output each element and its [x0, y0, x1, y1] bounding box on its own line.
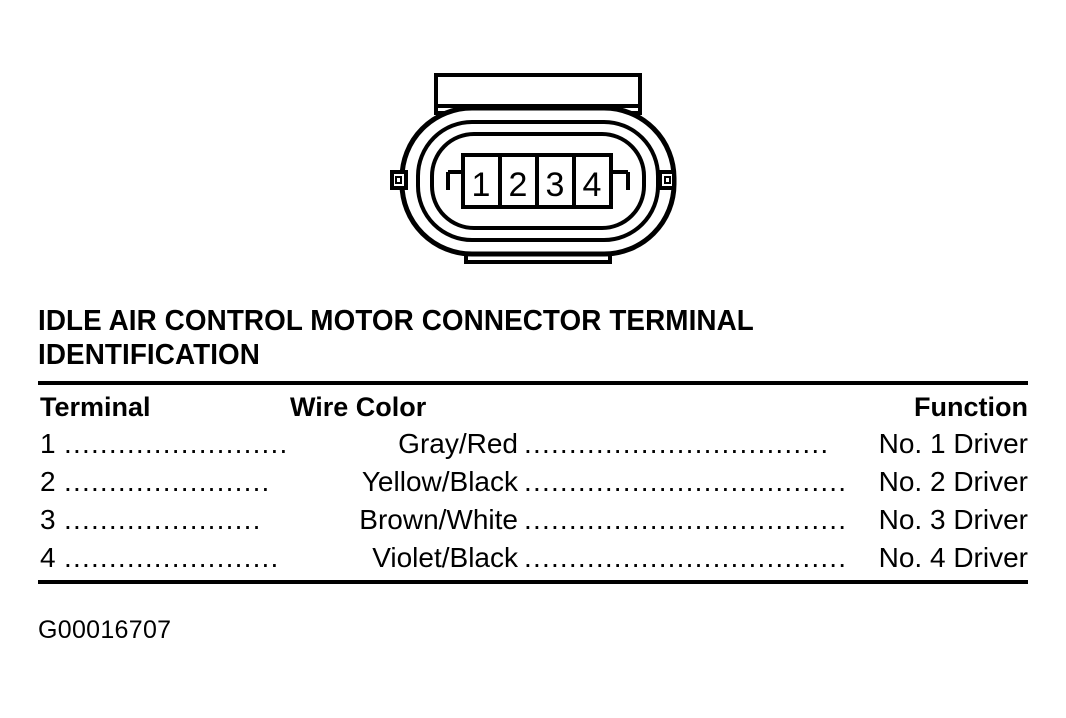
leader-dots-right: .....................................: [524, 428, 830, 459]
leader-dots-left: ...........................: [64, 428, 286, 459]
table-top-rule: [38, 381, 1028, 385]
cell-terminal: 1: [40, 428, 56, 459]
cell-wire-color: Brown/White: [359, 504, 518, 535]
cell-function: No. 1 Driver: [878, 428, 1028, 459]
terminal-number-1: 1: [472, 166, 491, 204]
leader-dots-right: .....................................: [524, 542, 844, 573]
table-header-row: Terminal Wire Color Function: [38, 385, 1028, 423]
table-bottom-rule: [38, 580, 1028, 584]
terminal-boxes: 1 2 3 4: [461, 153, 613, 209]
cell-terminal: 4: [40, 542, 56, 573]
connector-latch-left: [390, 170, 408, 190]
terminal-number-4: 4: [583, 166, 602, 204]
cell-function: No. 4 Driver: [878, 542, 1028, 573]
cell-wire-color: Violet/Black: [372, 542, 518, 573]
cell-terminal: 2: [40, 466, 56, 497]
table-row: 3 ........................... Brown/Whit…: [38, 501, 1028, 539]
cell-function: No. 3 Driver: [878, 504, 1028, 535]
leader-dots-left: ...........................: [64, 542, 276, 573]
leader-dots-left: ...........................: [64, 466, 270, 497]
leader-dots-right: .....................................: [524, 466, 844, 497]
table-row: 1 ........................... Gray/Red .…: [38, 425, 1028, 463]
cell-function: No. 2 Driver: [878, 466, 1028, 497]
terminal-identification-table: Terminal Wire Color Function 1 .........…: [38, 381, 1028, 584]
connector-latch-right: [658, 170, 676, 190]
page-title-line-2: IDENTIFICATION: [38, 339, 260, 371]
page-title-line-1: IDLE AIR CONTROL MOTOR CONNECTOR TERMINA…: [38, 305, 754, 337]
terminal-number-3: 3: [546, 166, 565, 204]
terminal-number-2: 2: [509, 166, 528, 204]
connector-illustration: 1 2 3 4: [0, 0, 1066, 290]
cell-terminal: 3: [40, 504, 56, 535]
figure-title: IDLE AIR CONTROL MOTOR CONNECTOR TERMINA…: [38, 304, 988, 372]
leader-dots-right: .....................................: [524, 504, 844, 535]
column-header-terminal: Terminal: [40, 392, 151, 422]
table-row: 4 ........................... Violet/Bla…: [38, 539, 1028, 577]
column-header-wire-color: Wire Color: [290, 392, 427, 422]
figure-reference-code: G00016707: [38, 616, 172, 644]
cell-wire-color: Gray/Red: [398, 428, 518, 459]
cell-wire-color: Yellow/Black: [361, 466, 518, 497]
column-header-function: Function: [914, 392, 1028, 422]
leader-dots-left: ...........................: [64, 504, 264, 535]
table-row: 2 ........................... Yellow/Bla…: [38, 463, 1028, 501]
table-body: 1 ........................... Gray/Red .…: [38, 423, 1028, 577]
